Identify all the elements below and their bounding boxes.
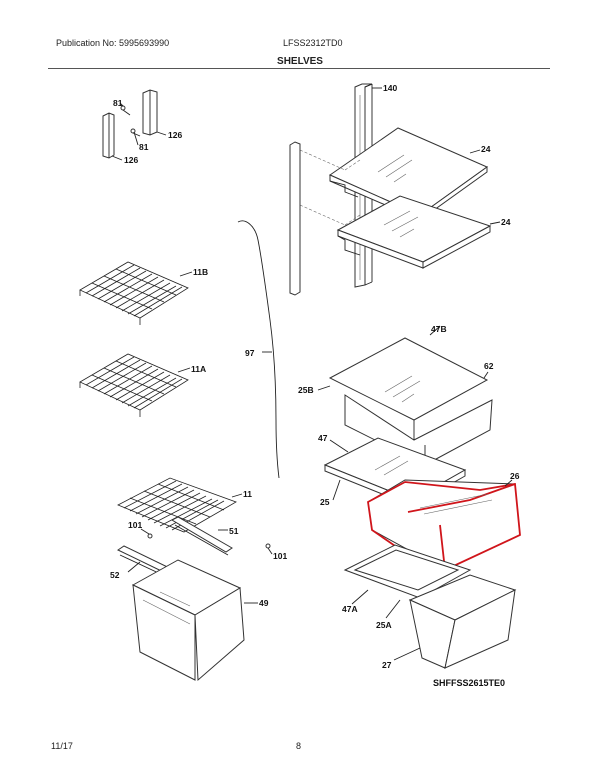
callout-47B: 47B <box>431 324 447 334</box>
part-slide-rail-51[interactable] <box>170 516 233 556</box>
callout-140: 140 <box>383 83 397 93</box>
rail-guide-lines <box>299 149 361 226</box>
callout-25B: 25B <box>298 385 314 395</box>
header-rule <box>48 68 550 69</box>
callout-25A: 25A <box>376 620 392 630</box>
callout-97: 97 <box>245 348 255 358</box>
part-screw-101-right[interactable] <box>265 543 271 549</box>
callout-27: 27 <box>382 660 392 670</box>
part-crisper-drawer-26-highlighted[interactable] <box>367 479 521 571</box>
callout-126-lower: 126 <box>124 155 138 165</box>
part-wire-shelf-11A[interactable] <box>79 353 189 417</box>
part-rail-strip[interactable] <box>289 141 301 296</box>
callout-126-upper: 126 <box>168 130 182 140</box>
callout-101-left: 101 <box>128 520 142 530</box>
part-bracket-126-lower[interactable] <box>102 112 115 159</box>
callout-11B: 11B <box>193 267 208 277</box>
part-drawer-49[interactable] <box>131 559 245 682</box>
callout-26: 26 <box>510 471 520 481</box>
section-title: SHELVES <box>277 56 323 67</box>
part-crisper-cover-47B[interactable] <box>328 337 489 421</box>
callout-25: 25 <box>320 497 330 507</box>
callout-51: 51 <box>229 526 239 536</box>
part-bracket-126-upper[interactable] <box>142 89 158 136</box>
model-number: LFSS2312TD0 <box>283 38 343 48</box>
part-glass-shelf-24-lower[interactable] <box>336 195 492 269</box>
callout-49: 49 <box>259 598 269 608</box>
callout-47: 47 <box>318 433 328 443</box>
callout-47A: 47A <box>342 604 358 614</box>
page-header: Publication No: 5995693990 LFSS2312TD0 S… <box>0 0 600 80</box>
callout-24-upper: 24 <box>481 144 491 154</box>
diagram-code: SHFFSS2615TE0 <box>433 678 505 688</box>
callout-81-upper: 81 <box>113 98 123 108</box>
callout-11A: 11A <box>191 364 206 374</box>
callout-52: 52 <box>110 570 120 580</box>
callout-11: 11 <box>243 489 252 499</box>
part-crisper-drawer-27[interactable] <box>408 574 517 669</box>
callout-62: 62 <box>484 361 494 371</box>
callout-81-lower: 81 <box>139 142 149 152</box>
part-crisper-cover-47A[interactable] <box>343 544 472 599</box>
part-screw-101-left[interactable] <box>147 533 153 539</box>
footer-date: 11/17 <box>51 741 73 751</box>
publication-number: Publication No: 5995693990 <box>56 38 170 48</box>
callout-24-lower: 24 <box>501 217 511 227</box>
part-gasket-97[interactable] <box>237 220 280 479</box>
part-wire-shelf-11B[interactable] <box>79 261 189 325</box>
footer-page-number: 8 <box>296 741 302 751</box>
callout-101-right: 101 <box>273 551 287 561</box>
